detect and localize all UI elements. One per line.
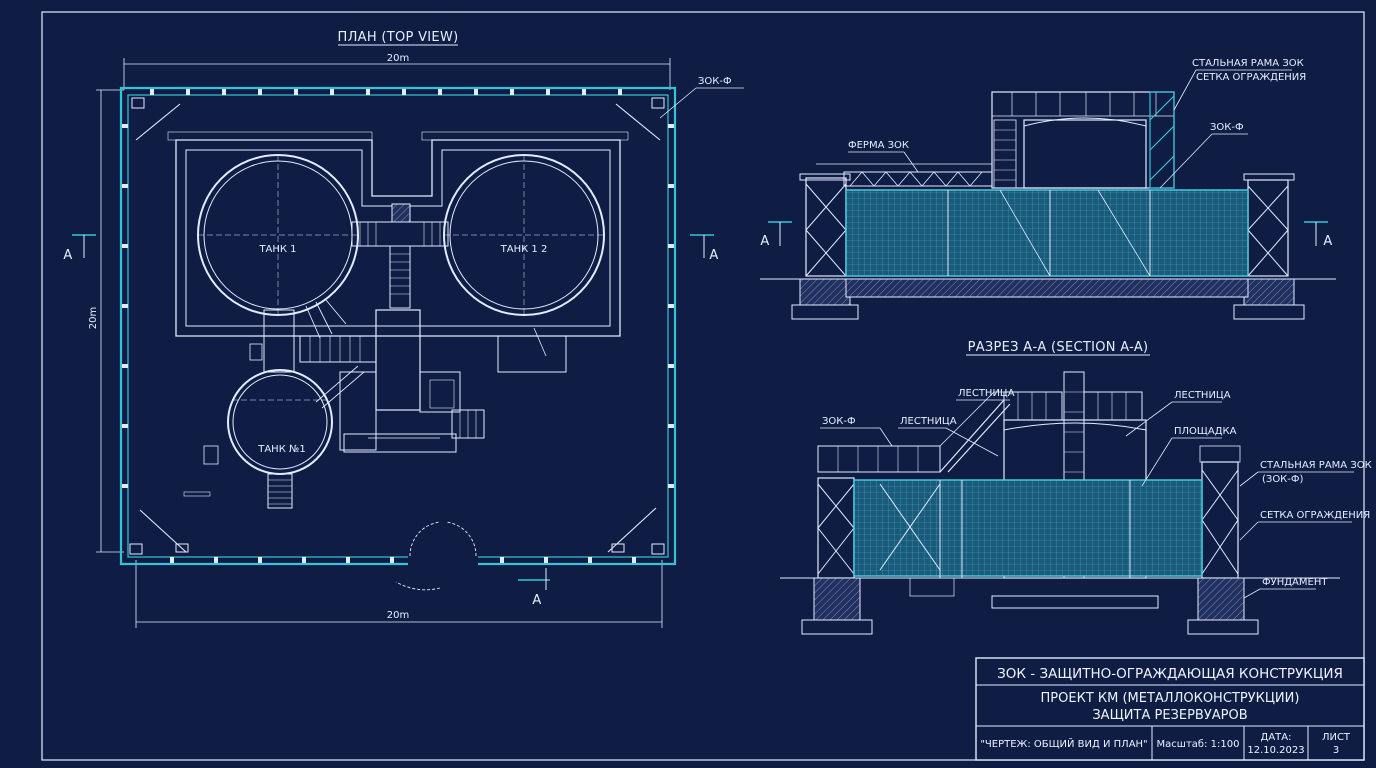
dim-top-label: 20m [387,53,409,64]
sect-label-ladder-1: ЛЕСТНИЦА [958,388,1015,399]
tank-2-label: ТАНК 1 2 [500,244,548,255]
section-mesh-fence [853,479,1203,577]
sect-label-platform: ПЛОЩАДКА [1174,426,1237,437]
tank-3: ТАНК №1 [227,369,333,475]
sect-label-tag: ЗОК-Ф [822,416,856,427]
plan-fence-outer [119,86,677,566]
title-block-project-1: ПРОЕКТ КМ (МЕТАЛЛОКОНСТРУКЦИИ) [1041,691,1300,706]
svg-text:A: A [63,248,72,263]
fence-posts [122,89,674,563]
svg-text:A: A [760,234,769,249]
title-block-sheet-value: 3 [1333,745,1339,756]
tank-2: ТАНК 1 2 [443,154,605,316]
title-block-date-value: 12.10.2023 [1247,745,1304,756]
plan-view: ПЛАН (TOP VIEW) 20m 20m 20m [63,30,744,628]
section-marker-left: A [63,234,96,263]
sect-label-ladder-3: ЛЕСТНИЦА [1174,390,1231,401]
svg-text:A: A [532,593,541,608]
section-marker-bottom: A [518,568,550,608]
tank-1: ТАНК 1 [197,154,359,316]
plan-tag-label: ЗОК-Ф [698,76,732,87]
title-block-sheet-label: ЛИСТ [1322,732,1351,743]
sect-label-frame: СТАЛЬНАЯ РАМА ЗОК [1260,460,1372,471]
section-marker-right: A [690,234,718,263]
sheet-border [41,11,1365,761]
elevation-view: СТАЛЬНАЯ РАМА ЗОК СЕТКА ОГРАЖДЕНИЯ ЗОК-Ф… [760,58,1336,320]
title-block-scale: Масштаб: 1:100 [1157,739,1240,750]
dim-bottom-label: 20m [387,610,409,621]
section-view: РАЗРЕЗ А-А (SECTION A-A) [780,340,1372,635]
title-block: ЗОК - ЗАЩИТНО-ОГРАЖДАЮЩАЯ КОНСТРУКЦИЯ ПР… [975,657,1365,761]
sect-label-foundation: ФУНДАМЕНТ [1262,577,1328,588]
sect-label-frame-2: (ЗОК-Ф) [1262,474,1304,485]
elev-label-frame: СТАЛЬНАЯ РАМА ЗОК [1192,58,1304,69]
elev-section-mark-right: A [1304,221,1332,249]
elev-label-truss: ФЕРМА ЗОК [848,140,909,151]
sect-label-mesh: СЕТКА ОГРАЖДЕНИЯ [1260,510,1370,521]
dim-left-label: 20m [88,307,99,329]
title-block-date-label: ДАТА: [1261,732,1292,743]
section-title: РАЗРЕЗ А-А (SECTION A-A) [968,340,1149,355]
elev-label-tag: ЗОК-Ф [1210,122,1244,133]
sect-label-ladder-2: ЛЕСТНИЦА [900,416,957,427]
tank-3-label: ТАНК №1 [257,444,306,455]
title-block-header: ЗОК - ЗАЩИТНО-ОГРАЖДАЮЩАЯ КОНСТРУКЦИЯ [997,666,1343,682]
plan-title: ПЛАН (TOP VIEW) [338,30,459,45]
title-block-project-2: ЗАЩИТА РЕЗЕРВУАРОВ [1092,708,1247,723]
elev-section-mark-left: A [760,221,792,249]
svg-text:A: A [1323,234,1332,249]
elevation-mesh-fence [845,189,1249,277]
tank-1-label: ТАНК 1 [258,244,296,255]
title-block-drawing: "ЧЕРТЕЖ: ОБЩИЙ ВИД И ПЛАН" [980,737,1147,750]
svg-text:A: A [709,248,718,263]
elev-label-mesh: СЕТКА ОГРАЖДЕНИЯ [1196,72,1306,83]
